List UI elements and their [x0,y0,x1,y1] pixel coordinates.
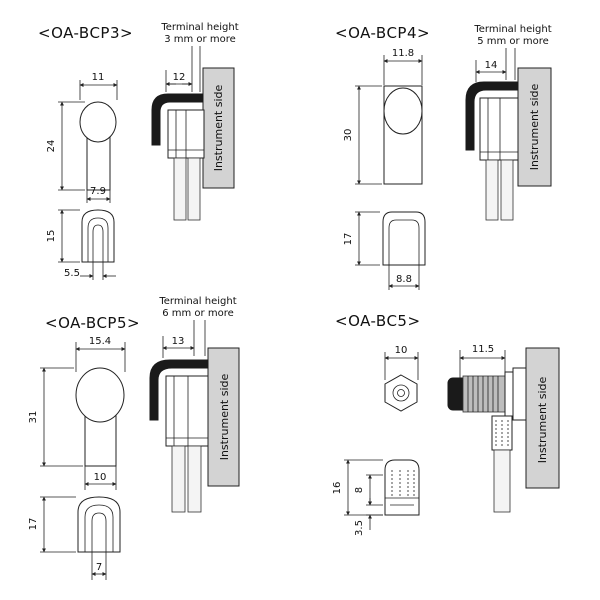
model-oa-bcp5: <OA-BCP5> 15.4 31 10 17 7 Terminal heigh… [28,296,240,580]
terminal-note-line2: 5 mm or more [477,36,549,47]
terminal-note-line1: Terminal height [158,296,236,307]
lead-wire-left [173,157,187,221]
terminal-note-line1: Terminal height [160,22,238,33]
terminal-note-line1: Terminal height [473,24,551,35]
terminal-clamp [149,359,209,421]
hex-nut-view [384,374,418,412]
dim-end-height: 17 [28,518,39,531]
dim-width: 11 [92,72,105,83]
dim-offset: 11.5 [472,344,494,355]
lead-wire-left [171,445,186,513]
terminal-neck [84,410,117,467]
dim-width: 11.8 [392,48,414,59]
threaded-stud [462,375,506,413]
lead-wire-right [187,445,202,513]
dim-end-height: 15 [46,230,57,243]
dim-neck: 10 [94,472,107,483]
dim-total-height: 16 [332,482,343,495]
instrument-side-label: Instrument side [212,84,225,171]
instrument-side-label: Instrument side [536,376,549,463]
end-view-outer [81,209,115,263]
dim-width: 15.4 [89,336,111,347]
dim-neck: 7.9 [90,186,106,197]
dim-end-inner: 7 [96,562,102,573]
dim-offset: 14 [485,60,498,71]
model-oa-bcp4: <OA-BCP4> 11.8 30 17 8.8 Terminal height… [335,24,552,290]
terminal-head [75,367,125,423]
model-title: <OA-BCP5> [45,314,140,332]
terminal-head [383,87,423,135]
dim-end-width: 8.8 [396,274,412,285]
instrument-side-label: Instrument side [528,83,541,170]
lead-wire-right [500,159,514,221]
model-title: <OA-BC5> [335,312,421,330]
cap-body [384,459,420,516]
dim-end-inner: 5.5 [64,268,80,279]
terminal-note-line2: 6 mm or more [162,308,234,319]
model-oa-bc5: <OA-BC5> 10 16 8 3.5 11.5 Instrument sid… [332,312,560,536]
end-view-outer [382,211,426,266]
dim-cap-height: 8 [354,487,365,493]
terminal-lug [512,367,527,421]
instrument-panel [517,67,552,187]
model-title: <OA-BCP3> [38,24,133,42]
terminal-body [479,97,519,161]
model-oa-bcp3: <OA-BCP3> 11 24 7.9 15 5.5 Terminal heig… [38,22,239,280]
terminal-clamp [151,93,204,146]
lead-wire-right [187,157,201,221]
terminal-clamp [465,81,519,151]
dim-width: 10 [395,345,408,356]
terminal-note-line2: 3 mm or more [164,34,236,45]
instrument-side-label: Instrument side [218,373,231,460]
model-title: <OA-BCP4> [335,24,430,42]
lead-wire [493,449,511,513]
end-view-outer [77,496,121,553]
instrument-panel [525,347,560,489]
dim-height: 31 [28,411,39,424]
dim-offset: 12 [173,72,186,83]
dim-height: 24 [46,140,57,153]
instrument-panel [202,67,235,189]
dim-offset: 13 [172,336,185,347]
washer [504,371,514,417]
dim-base-height: 3.5 [354,520,365,536]
lead-wire-left [485,159,499,221]
terminal-neck [86,135,111,191]
dim-end-height: 17 [343,233,354,246]
terminal-body [165,375,209,447]
terminal-head [79,101,117,143]
dim-height: 30 [343,129,354,142]
